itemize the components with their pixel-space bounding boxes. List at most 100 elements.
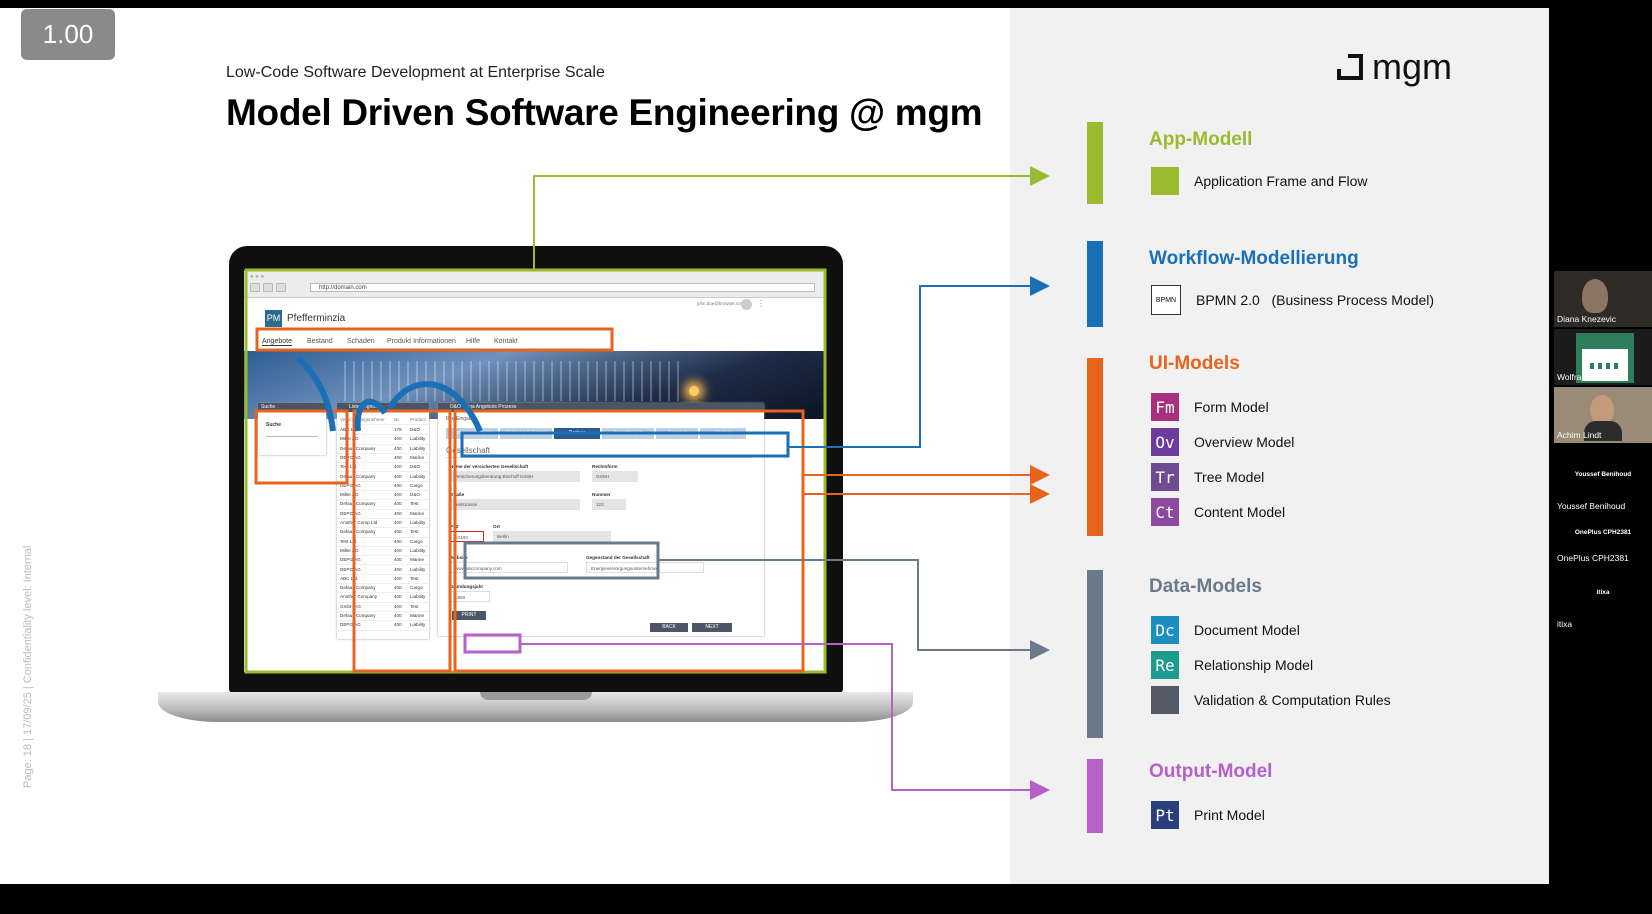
app-model-connector <box>533 166 1050 270</box>
browser-toolbar: ● ● ● http://domain.com <box>244 271 825 298</box>
data-models-bar <box>1087 570 1103 738</box>
table-row[interactable]: DEPG AG 400 Liability <box>337 620 429 631</box>
strasse-field[interactable]: Teststrasse <box>450 499 580 510</box>
form-model-item: Fm Form Model <box>1151 392 1269 422</box>
website-label: Website <box>450 555 468 560</box>
search-input[interactable] <box>266 436 318 437</box>
participant-name: itixa <box>1557 619 1573 629</box>
participant-tile-wolfram[interactable]: Wolfram Hardt <box>1554 329 1652 385</box>
cell-nr: 400 <box>394 566 402 572</box>
participant-tile-achim[interactable]: Achim Lindt <box>1554 387 1652 443</box>
participant-tile-diana[interactable]: Diana Knezevic <box>1554 271 1652 327</box>
search-highlight <box>254 409 349 485</box>
forward-nav-icon[interactable] <box>263 283 273 292</box>
ort-label: Ort <box>493 524 500 529</box>
cell-name: DEPG AG <box>340 510 361 516</box>
name-label: Name der versicherten Gesellschaft <box>450 464 529 469</box>
flow-arrow-2 <box>354 398 388 432</box>
validation-rules-item: Validation & Computation Rules <box>1151 685 1391 715</box>
reload-icon[interactable] <box>276 283 286 292</box>
cell-product: Cargo <box>410 585 423 591</box>
nav-highlight <box>255 327 614 352</box>
presentation-slide: Page: 18 | 17/09/25 | Confidentiality le… <box>0 8 1549 884</box>
nav-bestand[interactable]: Bestand <box>307 338 333 345</box>
cell-nr: 400 <box>394 622 402 628</box>
participant-center-name: OnePlus CPH2381 <box>1574 529 1632 536</box>
gegenstand-select[interactable]: Energieversorgungsunternehmen <box>586 562 704 573</box>
zoom-level-badge[interactable]: 1.00 <box>21 9 115 60</box>
col-header-nr: Nr. <box>394 417 400 422</box>
participant-video-diana <box>1582 279 1608 313</box>
cell-nr: 400 <box>394 520 402 525</box>
user-avatar[interactable] <box>741 299 752 310</box>
rechtsform-label: Rechtsform <box>592 464 618 469</box>
cell-product: Liability <box>410 547 426 553</box>
address-highlight <box>463 541 660 580</box>
cell-product: Marine <box>410 613 425 618</box>
form-model-chip: Fm <box>1151 393 1179 421</box>
print-button[interactable]: PRINT <box>452 611 486 620</box>
nav-schaden[interactable]: Schaden <box>347 338 375 345</box>
nav-produkt-informationen[interactable]: Produkt Informationen <box>387 338 456 345</box>
cell-product: Marine <box>410 454 425 460</box>
ort-field[interactable]: Berlin <box>493 531 611 542</box>
rechtsform-select[interactable]: GmbH <box>592 471 638 482</box>
participant-tile-oneplus[interactable]: OnePlus CPH2381 OnePlus CPH2381 <box>1554 521 1652 577</box>
back-nav-icon[interactable] <box>250 283 260 292</box>
cell-name: Default Company <box>340 585 376 591</box>
cell-product: Liability <box>410 622 426 628</box>
name-field[interactable]: Versicherungsberatung Bischoff GmbH <box>450 471 580 482</box>
participant-tile-youssef[interactable]: Youssef Benihoud Youssef Benihoud <box>1554 465 1652 521</box>
app-frame-item: Application Frame and Flow <box>1151 166 1368 196</box>
app-model-title: App-Modell <box>1149 129 1253 150</box>
nummer-field[interactable]: 123 <box>592 499 626 510</box>
back-button[interactable]: BACK <box>650 623 688 632</box>
participant-center-name: Youssef Benihoud <box>1574 471 1632 478</box>
url-bar[interactable]: http://domain.com <box>310 283 815 292</box>
cell-product: Liability <box>410 473 426 479</box>
document-model-label: Document Model <box>1194 622 1300 638</box>
tree-model-label: Tree Model <box>1194 469 1265 485</box>
mgm-logo-icon <box>1337 54 1363 80</box>
more-menu-icon[interactable]: ⋮ <box>757 299 765 308</box>
cell-nr: 400 <box>394 492 402 498</box>
nav-kontakt[interactable]: Kontakt <box>494 338 518 345</box>
validation-rules-label: Validation & Computation Rules <box>1194 692 1391 708</box>
relationship-model-label: Relationship Model <box>1194 657 1314 673</box>
cell-name: DEPG AG <box>340 622 361 628</box>
app-frame-label: Application Frame and Flow <box>1194 173 1368 189</box>
cell-name: Miller AG <box>340 547 359 553</box>
cell-product: Test <box>410 575 419 581</box>
nav-hilfe[interactable]: Hilfe <box>466 338 481 345</box>
cell-product: Liability <box>410 566 426 572</box>
nav-angebote[interactable]: Angebote <box>262 338 292 346</box>
form-highlight <box>453 409 805 673</box>
cell-product: Marine <box>410 510 425 516</box>
next-button[interactable]: NEXT <box>692 623 732 632</box>
cell-nr: 400 <box>394 613 402 618</box>
relationship-model-chip: Re <box>1151 651 1179 679</box>
data-model-connector <box>658 559 1050 660</box>
participant-tile-itixa[interactable]: itixa itixa <box>1554 583 1652 639</box>
